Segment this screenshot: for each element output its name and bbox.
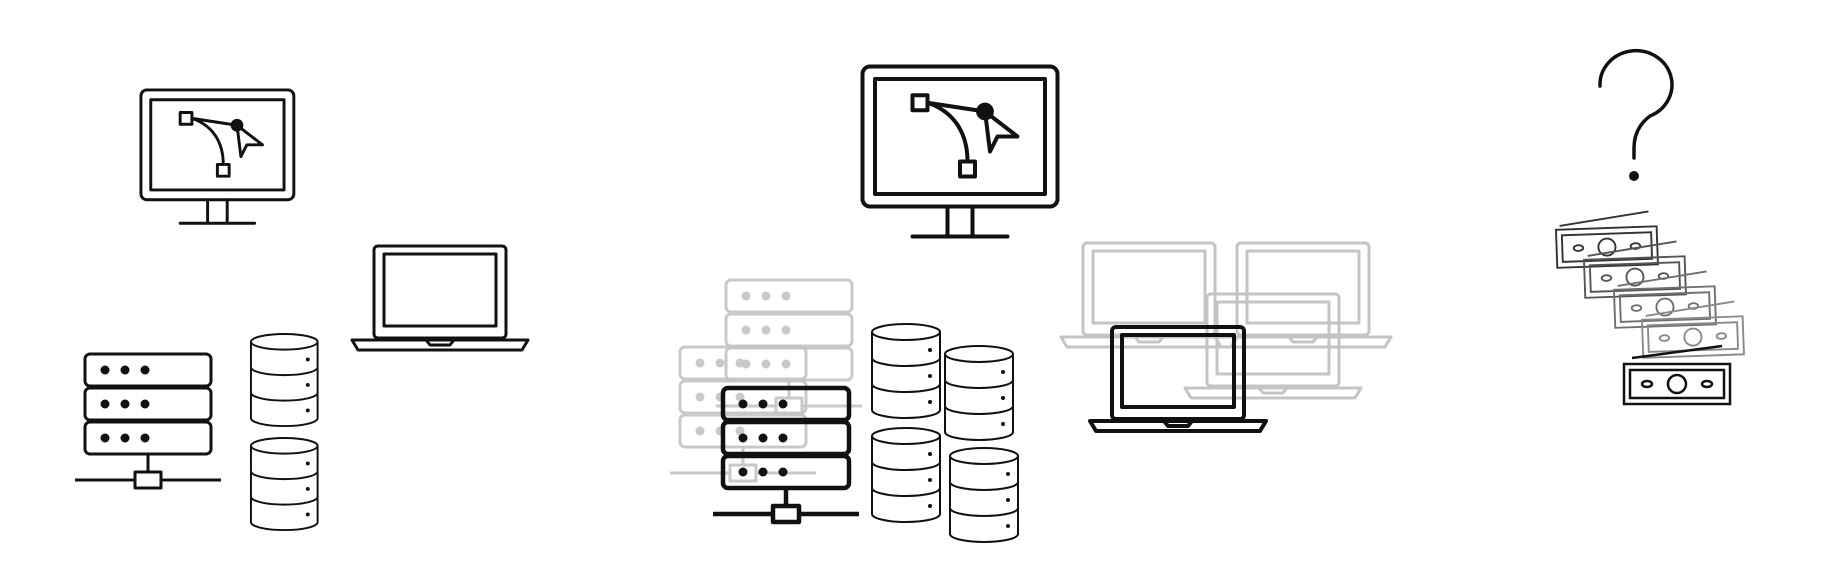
money-bill-icon xyxy=(1641,300,1745,359)
money-bill-icon xyxy=(1622,344,1732,406)
database-icon xyxy=(871,427,941,523)
money-bill-icon xyxy=(1613,270,1717,329)
server-rack-icon xyxy=(73,352,223,490)
database-icon xyxy=(871,323,941,419)
database-icon xyxy=(249,436,319,532)
group-simple xyxy=(73,88,530,532)
laptop-icon xyxy=(1088,325,1268,433)
question-mark-icon xyxy=(1598,48,1674,181)
group-cost xyxy=(1555,48,1745,406)
money-bill-icon xyxy=(1555,210,1659,269)
group-scaled xyxy=(668,64,1393,543)
design-monitor-icon xyxy=(860,64,1060,239)
database-icon xyxy=(949,447,1019,543)
server-rack-icon xyxy=(713,388,859,522)
database-icon xyxy=(249,332,319,428)
laptop-icon xyxy=(350,244,530,352)
money-bill-icon xyxy=(1583,240,1687,299)
database-icon xyxy=(944,345,1014,441)
design-monitor-icon xyxy=(139,88,296,225)
